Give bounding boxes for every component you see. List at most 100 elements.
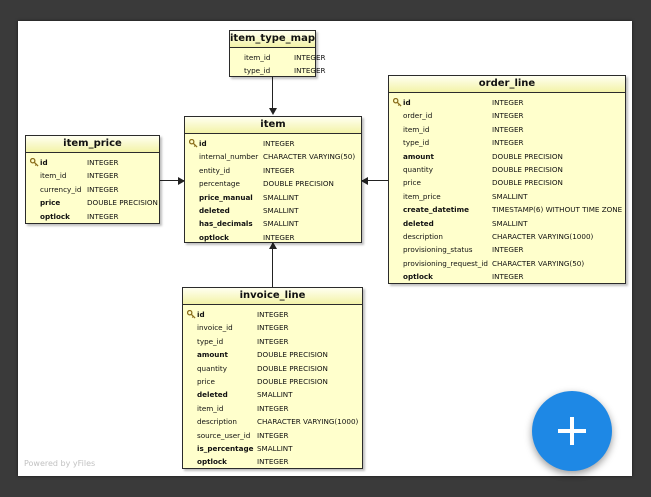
column-type: INTEGER [492, 124, 524, 134]
column-type: SMALLINT [263, 219, 299, 229]
column-name: item_id [40, 171, 67, 181]
key-slot [187, 308, 197, 321]
add-button[interactable] [532, 391, 612, 471]
column-name: provisioning_status [403, 245, 473, 255]
plus-icon [558, 417, 586, 445]
key-slot [30, 183, 40, 196]
table-title: item [185, 117, 361, 134]
table-title: item_type_map [230, 31, 315, 48]
column-type: SMALLINT [492, 218, 528, 228]
key-slot [187, 388, 197, 401]
column-row: amount DOUBLE PRECISION [393, 150, 621, 163]
column-name: provisioning_request_id [403, 258, 488, 268]
key-slot [393, 163, 403, 176]
column-type: INTEGER [257, 336, 289, 346]
key-slot [187, 442, 197, 455]
column-type: INTEGER [257, 323, 289, 333]
column-type: INTEGER [257, 403, 289, 413]
column-type: SMALLINT [257, 390, 293, 400]
column-type: DOUBLE PRECISION [263, 179, 334, 189]
column-name: optlock [40, 211, 70, 221]
column-name: entity_id [199, 165, 231, 175]
column-name: item_price [403, 191, 441, 201]
primary-key-icon [30, 158, 39, 167]
column-name: source_user_id [197, 430, 251, 440]
key-slot [189, 177, 199, 190]
key-slot [393, 230, 403, 243]
key-slot [187, 335, 197, 348]
key-slot [187, 321, 197, 334]
key-slot [187, 348, 197, 361]
connector-invoice-line-to-item [272, 243, 273, 288]
column-row: optlock INTEGER [187, 455, 358, 468]
key-slot [187, 415, 197, 428]
key-slot [189, 137, 199, 150]
connector-item-price-to-item [160, 180, 184, 181]
column-name: id [197, 310, 205, 319]
key-slot [393, 217, 403, 230]
key-slot [393, 176, 403, 189]
column-name: item_id [403, 124, 430, 134]
column-name: has_decimals [199, 219, 253, 229]
column-type: DOUBLE PRECISION [257, 350, 328, 360]
key-slot [30, 196, 40, 209]
column-type: CHARACTER VARYING(1000) [492, 231, 594, 241]
column-name: price_manual [199, 192, 253, 202]
column-type: SMALLINT [257, 443, 293, 453]
key-slot [189, 217, 199, 230]
key-slot [393, 270, 403, 283]
column-type: DOUBLE PRECISION [257, 376, 328, 386]
column-name: price [40, 198, 61, 208]
key-slot [30, 210, 40, 223]
column-name: type_id [244, 66, 271, 76]
column-name: optlock [197, 457, 227, 467]
key-slot [393, 243, 403, 256]
column-name: order_id [403, 111, 433, 121]
column-name: type_id [197, 336, 224, 346]
key-slot [187, 429, 197, 442]
connector-item-type-map-to-item [272, 77, 273, 110]
column-type: INTEGER [492, 138, 524, 148]
column-name: deleted [403, 218, 434, 228]
key-slot [234, 51, 244, 64]
column-type: DOUBLE PRECISION [492, 151, 563, 161]
key-slot [393, 150, 403, 163]
key-slot [393, 96, 403, 109]
arrowhead-down-icon [269, 108, 277, 115]
column-type: CHARACTER VARYING(50) [492, 258, 585, 268]
watermark: Powered by yFiles [24, 459, 96, 468]
column-type: INTEGER [257, 457, 289, 467]
key-slot [189, 191, 199, 204]
column-name: item_id [244, 53, 271, 62]
column-name: quantity [197, 363, 227, 373]
column-row: provisioning_request_id CHARACTER VARYING… [393, 257, 621, 270]
column-type: DOUBLE PRECISION [492, 178, 563, 188]
connector-order-line-to-item [362, 180, 388, 181]
column-name: id [403, 98, 411, 107]
column-name: price [403, 178, 421, 188]
key-slot [187, 362, 197, 375]
column-name: amount [403, 151, 434, 161]
